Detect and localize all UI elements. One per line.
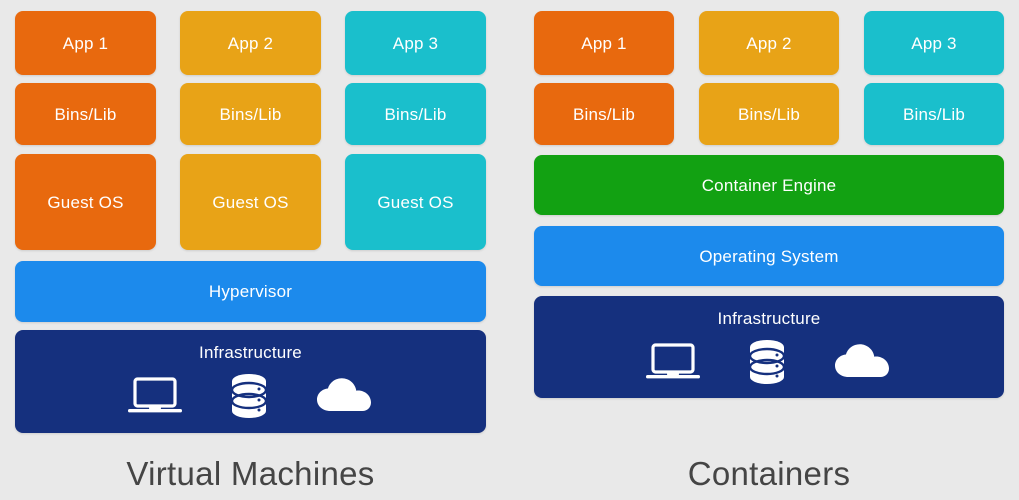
vm-guest-os-2-label: Guest OS xyxy=(212,192,289,212)
cloud-icon xyxy=(316,377,374,415)
vm-bins-lib-1-block[interactable]: Bins/Lib xyxy=(15,83,156,145)
container-engine-label: Container Engine xyxy=(701,175,837,195)
vm-guest-os-2-block[interactable]: Guest OS xyxy=(180,154,321,250)
laptop-icon xyxy=(646,342,700,382)
vm-app-3-label: App 3 xyxy=(392,33,439,53)
vm-hypervisor-block[interactable]: Hypervisor xyxy=(15,261,486,322)
vm-guest-os-1-block[interactable]: Guest OS xyxy=(15,154,156,250)
container-app-3-label: App 3 xyxy=(911,33,957,53)
container-engine-block[interactable]: Container Engine xyxy=(534,155,1004,215)
container-bins-lib-3-label: Bins/Lib xyxy=(902,104,966,124)
container-app-1-block[interactable]: App 1 xyxy=(534,11,674,75)
vm-infrastructure-block[interactable]: Infrastructure xyxy=(15,330,486,433)
container-bins-lib-2-block[interactable]: Bins/Lib xyxy=(699,83,839,145)
vm-guest-os-3-label: Guest OS xyxy=(377,192,454,212)
vm-infrastructure-label: Infrastructure xyxy=(199,343,302,362)
vm-app-3-block[interactable]: App 3 xyxy=(345,11,486,75)
vm-bins-lib-3-label: Bins/Lib xyxy=(384,104,447,124)
caption-containers: Containers xyxy=(687,455,851,492)
container-bins-lib-2-label: Bins/Lib xyxy=(737,104,801,124)
vm-app-2-label: App 2 xyxy=(227,33,274,53)
container-operating-system-label: Operating System xyxy=(699,246,839,266)
laptop-icon xyxy=(127,376,182,416)
container-infrastructure-block[interactable]: Infrastructure xyxy=(534,296,1004,398)
vm-guest-os-1-label: Guest OS xyxy=(47,192,124,212)
vm-app-2-block[interactable]: App 2 xyxy=(180,11,321,75)
vm-app-1-label: App 1 xyxy=(62,33,109,53)
container-bins-lib-3-block[interactable]: Bins/Lib xyxy=(864,83,1004,145)
vm-bins-lib-2-label: Bins/Lib xyxy=(219,104,282,124)
container-bins-lib-1-label: Bins/Lib xyxy=(572,104,636,124)
caption-virtual-machines: Virtual Machines xyxy=(126,455,375,492)
container-operating-system-block[interactable]: Operating System xyxy=(534,226,1004,286)
vm-app-1-block[interactable]: App 1 xyxy=(15,11,156,75)
vm-infrastructure-icons xyxy=(15,373,486,419)
container-app-1-label: App 1 xyxy=(581,33,627,53)
container-bins-lib-1-block[interactable]: Bins/Lib xyxy=(534,83,674,145)
database-icon xyxy=(230,373,268,419)
vm-bins-lib-1-label: Bins/Lib xyxy=(54,104,117,124)
container-infrastructure-icons xyxy=(534,339,1004,385)
vm-hypervisor-label: Hypervisor xyxy=(208,282,293,301)
container-app-3-block[interactable]: App 3 xyxy=(864,11,1004,75)
vm-bins-lib-2-block[interactable]: Bins/Lib xyxy=(180,83,321,145)
container-app-2-label: App 2 xyxy=(746,33,792,53)
vm-guest-os-3-block[interactable]: Guest OS xyxy=(345,154,486,250)
database-icon xyxy=(748,339,786,385)
container-infrastructure-label: Infrastructure xyxy=(717,309,821,328)
vm-bins-lib-3-block[interactable]: Bins/Lib xyxy=(345,83,486,145)
container-app-2-block[interactable]: App 2 xyxy=(699,11,839,75)
cloud-icon xyxy=(834,343,892,381)
